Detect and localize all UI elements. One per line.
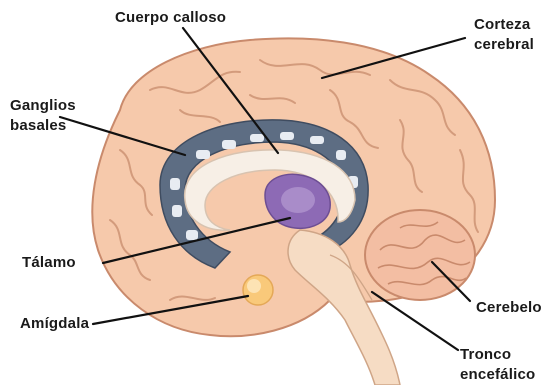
thalamus-highlight xyxy=(281,187,315,213)
label-ganglios-line1: Ganglios xyxy=(10,96,76,116)
amygdala-highlight xyxy=(247,279,261,293)
label-corteza-line2: cerebral xyxy=(474,35,534,55)
label-ganglios-basales: Ganglios basales xyxy=(10,96,76,136)
label-tronco-encefalico: Tronco encefálico xyxy=(460,345,535,385)
label-corteza-cerebral: Corteza cerebral xyxy=(474,15,534,55)
label-tronco-line2: encefálico xyxy=(460,365,535,385)
label-cuerpo-calloso-text: Cuerpo calloso xyxy=(115,8,226,28)
cerebellum xyxy=(365,210,475,300)
label-tronco-line1: Tronco xyxy=(460,345,535,365)
label-amigdala: Amígdala xyxy=(20,314,89,334)
label-talamo-text: Tálamo xyxy=(22,253,76,273)
label-cerebelo-text: Cerebelo xyxy=(476,298,542,318)
label-talamo: Tálamo xyxy=(22,253,76,273)
label-amigdala-text: Amígdala xyxy=(20,314,89,334)
label-cerebelo: Cerebelo xyxy=(476,298,542,318)
label-ganglios-line2: basales xyxy=(10,116,76,136)
label-cuerpo-calloso: Cuerpo calloso xyxy=(115,8,226,28)
label-corteza-line1: Corteza xyxy=(474,15,534,35)
